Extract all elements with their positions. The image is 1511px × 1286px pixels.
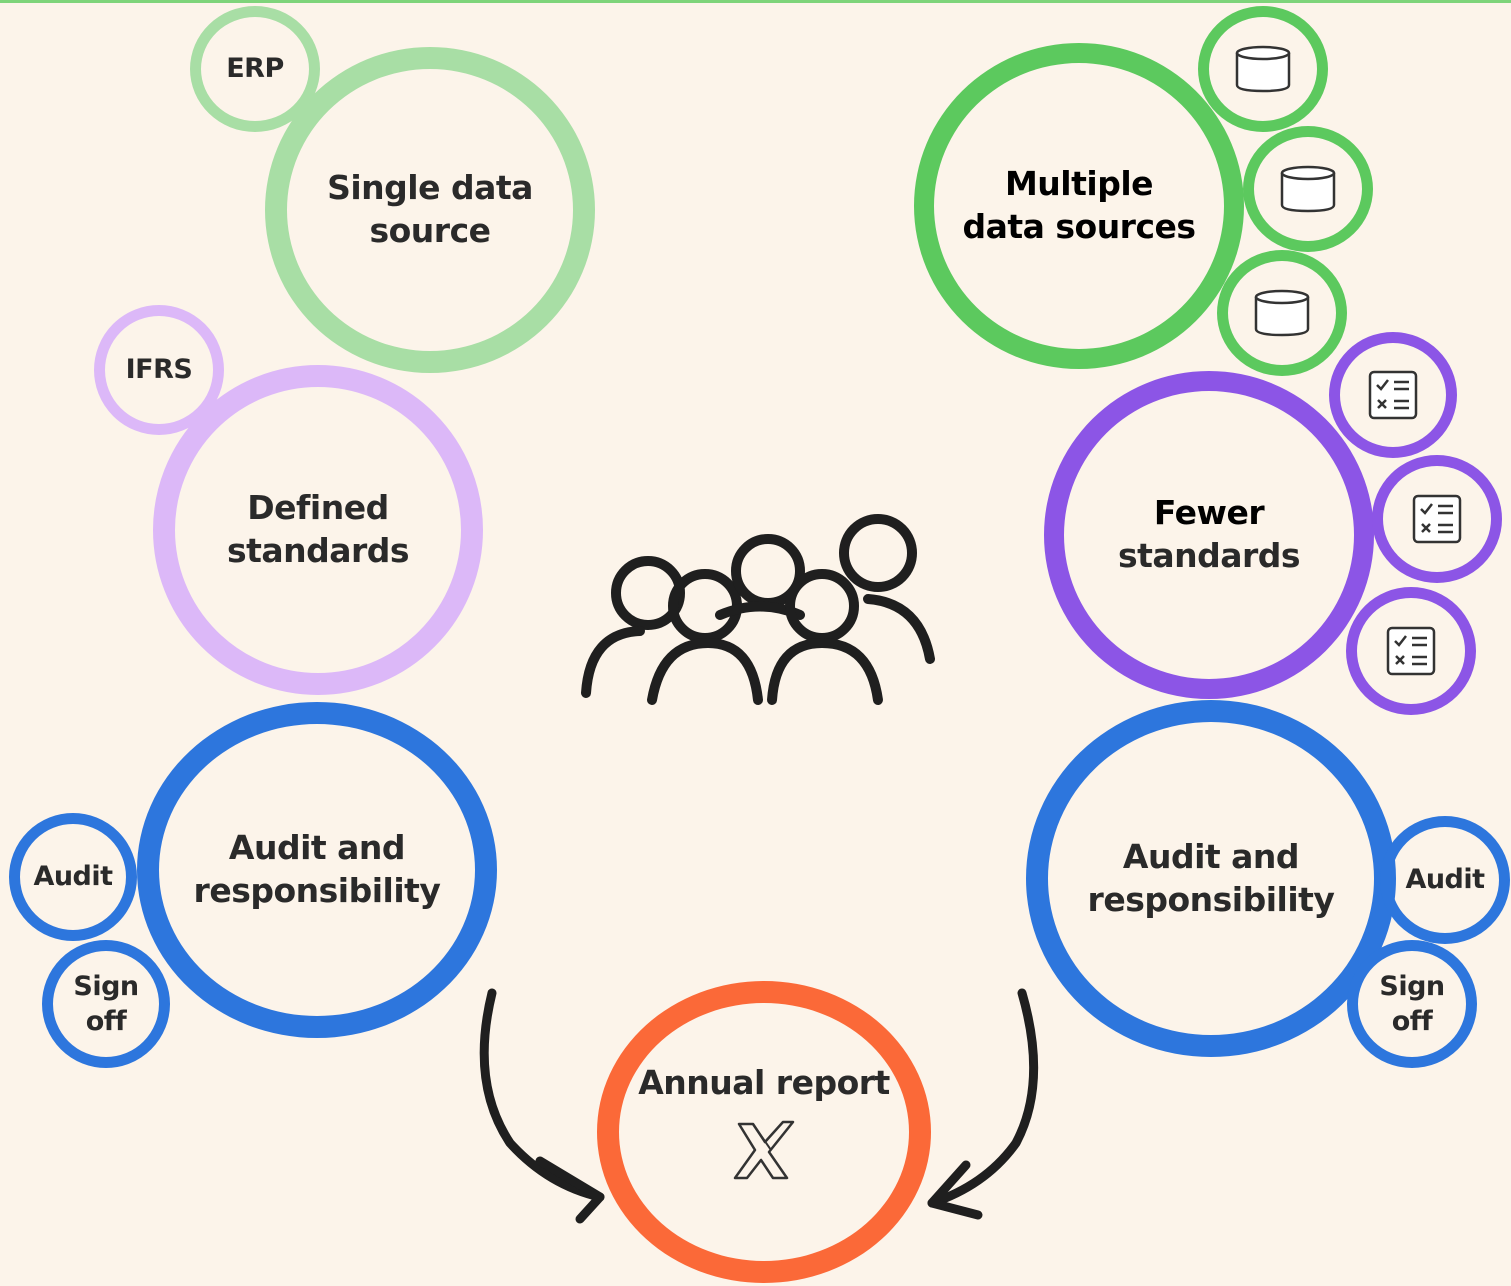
audit-left-label: Audit [33, 861, 113, 893]
database-circle-1 [1198, 6, 1328, 132]
sign-off-left-line2: off [85, 1006, 127, 1037]
audit-responsibility-right-line1: Audit and [1122, 836, 1300, 876]
database-icon [1280, 165, 1336, 213]
checklist-icon [1386, 626, 1436, 676]
single-data-source-line1: Single data [327, 168, 533, 208]
database-icon [1254, 289, 1310, 337]
audit-responsibility-right-line2: responsibility [1087, 879, 1335, 919]
audit-left-circle: Audit [9, 813, 137, 941]
ifrs-label: IFRS [125, 354, 193, 386]
sign-off-right-circle: Sign off [1347, 940, 1477, 1068]
checklist-icon [1412, 494, 1462, 544]
database-circle-3 [1217, 250, 1347, 376]
multiple-data-sources-line2: data sources [962, 207, 1196, 246]
audit-responsibility-left-line1: Audit and [228, 828, 406, 868]
sign-off-left-label: Sign off [73, 969, 139, 1039]
erp-circle: ERP [190, 6, 320, 132]
single-data-source-line2: source [369, 211, 491, 250]
defined-standards-label: Defined standards [226, 487, 410, 573]
checklist-circle-3 [1346, 587, 1476, 715]
fewer-standards-label: Fewer standards [1117, 492, 1301, 578]
single-data-source-label: Single data source [327, 167, 533, 253]
audit-right-label: Audit [1405, 864, 1485, 896]
multiple-data-sources-label: Multiple data sources [962, 163, 1196, 249]
audit-responsibility-right-label: Audit and responsibility [1088, 836, 1335, 922]
arrow-left [479, 988, 605, 1224]
multiple-data-sources-line1: Multiple [1004, 164, 1154, 204]
checklist-circle-1 [1329, 332, 1457, 458]
audit-responsibility-left-label: Audit and responsibility [194, 827, 441, 913]
audit-right-circle: Audit [1380, 816, 1510, 944]
arrow-right [927, 988, 1039, 1220]
audit-responsibility-left-line2: responsibility [193, 871, 441, 910]
sign-off-right-label: Sign off [1379, 969, 1445, 1039]
erp-label: ERP [226, 53, 284, 85]
sign-off-left-circle: Sign off [42, 940, 170, 1068]
defined-standards-line2: standards [226, 531, 410, 570]
database-icon [1235, 45, 1291, 93]
sign-off-left-line1: Sign [73, 970, 139, 1002]
checklist-icon [1368, 370, 1418, 420]
sign-off-right-line1: Sign [1379, 970, 1445, 1002]
defined-standards-line1: Defined [247, 488, 389, 528]
database-circle-2 [1243, 126, 1373, 252]
sign-off-right-line2: off [1391, 1006, 1433, 1037]
x-logo-icon [733, 1121, 795, 1180]
group-of-people-icon [479, 514, 1039, 1224]
checklist-circle-2 [1372, 455, 1502, 583]
annual-report-label: Annual report [638, 1062, 890, 1102]
fewer-standards-line1: Fewer [1153, 493, 1265, 533]
ifrs-circle: IFRS [94, 305, 224, 435]
fewer-standards-line2: standards [1117, 536, 1301, 575]
